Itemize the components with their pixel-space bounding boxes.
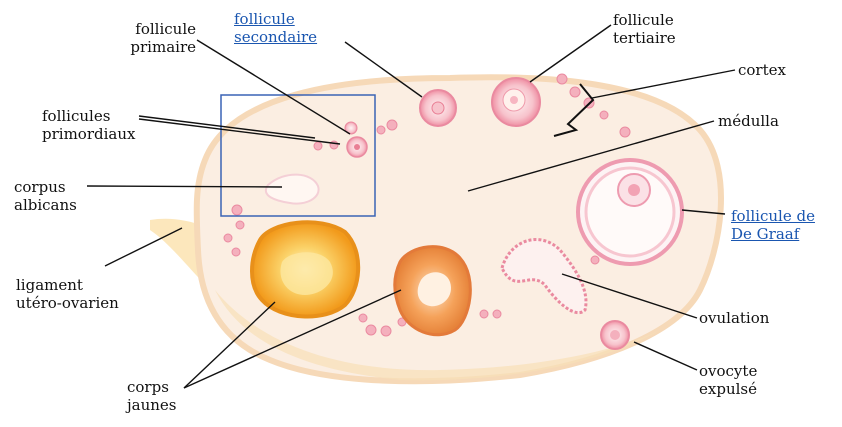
label-ligament-utero-ovarien: ligament utéro-ovarien bbox=[16, 276, 119, 312]
label-follicule-primaire: follicule primaire bbox=[106, 20, 196, 56]
label-corps-jaunes: corps jaunes bbox=[127, 378, 177, 414]
label-follicule-tertiaire-line2: tertiaire bbox=[613, 29, 676, 47]
link-follicule-de-graaf-line2: De Graaf bbox=[731, 225, 815, 243]
link-follicule-de-graaf[interactable]: follicule de De Graaf bbox=[731, 207, 815, 243]
label-medulla: médulla bbox=[718, 112, 779, 130]
label-follicules-primordiaux: follicules primordiaux bbox=[42, 107, 135, 143]
link-follicule-secondaire[interactable]: follicule secondaire bbox=[234, 10, 317, 46]
link-follicule-secondaire-line2: secondaire bbox=[234, 28, 317, 46]
label-follicule-tertiaire: follicule tertiaire bbox=[613, 11, 676, 47]
label-ligament-line2: utéro-ovarien bbox=[16, 294, 119, 312]
label-ovocyte-expulse: ovocyte expulsé bbox=[699, 362, 757, 398]
label-follicules-primordiaux-line2: primordiaux bbox=[42, 125, 135, 143]
label-corps-jaunes-line1: corps bbox=[127, 378, 177, 396]
label-corps-jaunes-line2: jaunes bbox=[127, 396, 177, 414]
link-follicule-de-graaf-line1: follicule de bbox=[731, 207, 815, 225]
link-follicule-secondaire-line1: follicule bbox=[234, 10, 317, 28]
label-ovocyte-expulse-line2: expulsé bbox=[699, 380, 757, 398]
label-ovulation: ovulation bbox=[699, 309, 769, 327]
label-corpus-albicans-line2: albicans bbox=[14, 196, 77, 214]
label-corpus-albicans: corpus albicans bbox=[14, 178, 77, 214]
label-follicule-primaire-line2: primaire bbox=[106, 38, 196, 56]
label-follicule-primaire-line1: follicule bbox=[106, 20, 196, 38]
label-ligament-line1: ligament bbox=[16, 276, 119, 294]
label-follicule-tertiaire-line1: follicule bbox=[613, 11, 676, 29]
label-ovocyte-expulse-line1: ovocyte bbox=[699, 362, 757, 380]
label-follicules-primordiaux-line1: follicules bbox=[42, 107, 135, 125]
label-corpus-albicans-line1: corpus bbox=[14, 178, 77, 196]
label-cortex: cortex bbox=[738, 61, 786, 79]
